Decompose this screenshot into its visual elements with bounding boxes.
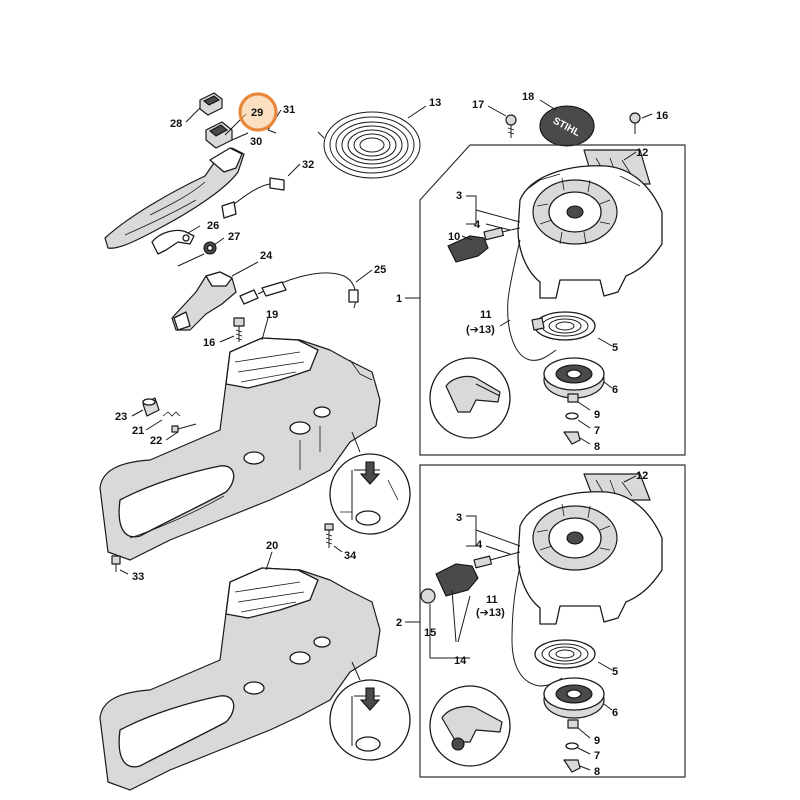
label-8-lower: 8	[594, 766, 600, 778]
label-4-upper: 4	[474, 219, 481, 231]
label-6-lower: 6	[612, 707, 618, 719]
part-32-cable[interactable]	[221, 177, 285, 219]
label-3-upper: 3	[456, 190, 462, 202]
label-16-right: 16	[656, 110, 668, 122]
label-24: 24	[260, 250, 273, 262]
label-5-lower: 5	[612, 666, 618, 678]
part-18-logo-disk[interactable]: STIHL	[539, 105, 595, 147]
label-6-upper: 6	[612, 384, 618, 396]
part-8-pawl-lower[interactable]	[563, 759, 581, 773]
label-11-lower-ref: (➔13)	[476, 607, 505, 619]
label-17: 17	[472, 99, 484, 111]
part-5-rewind-spring-lower[interactable]	[534, 639, 596, 669]
part-27-spring[interactable]	[203, 241, 217, 255]
part-7-washer-lower[interactable]	[565, 742, 579, 750]
label-20: 20	[266, 540, 278, 552]
part-6-rope-rotor-upper[interactable]	[543, 357, 605, 399]
part-26-lever[interactable]	[151, 229, 195, 255]
part-19-housing-half[interactable]	[99, 337, 381, 561]
part-11-rope-upper[interactable]	[507, 239, 557, 361]
label-5-upper: 5	[612, 342, 618, 354]
part-15-insert[interactable]	[420, 588, 436, 604]
part-9-washer-lower[interactable]	[567, 719, 579, 729]
label-8-upper: 8	[594, 441, 600, 453]
part-9-washer-upper[interactable]	[567, 393, 579, 403]
label-34: 34	[344, 550, 357, 562]
label-25: 25	[374, 264, 386, 276]
part-23-sleeve[interactable]	[142, 397, 160, 417]
highlight-circle-29[interactable]	[238, 92, 278, 132]
label-33: 33	[132, 571, 144, 583]
label-9-upper: 9	[594, 409, 600, 421]
part-24-trigger[interactable]	[171, 271, 237, 331]
label-18: 18	[522, 91, 534, 103]
detail-zoom-lower	[329, 661, 411, 761]
label-19: 19	[266, 309, 278, 321]
label-11-upper: 11	[480, 309, 492, 321]
label-21: 21	[132, 425, 144, 437]
part-labels: 28 29 31 30 32 26 27 24 25 16 19 23 21 2…	[115, 91, 668, 778]
part-starter-cover-upper[interactable]	[517, 165, 663, 299]
label-16-left: 16	[203, 337, 215, 349]
label-11-upper-ref: (➔13)	[466, 324, 495, 336]
part-8-pawl-upper[interactable]	[563, 431, 581, 445]
kit-box-1	[419, 144, 686, 456]
label-15: 15	[424, 627, 436, 639]
label-4-lower: 4	[476, 539, 483, 551]
label-23: 23	[115, 411, 127, 423]
label-31: 31	[283, 104, 295, 116]
label-13: 13	[429, 97, 441, 109]
label-9-lower: 9	[594, 735, 600, 747]
label-27: 27	[228, 231, 240, 243]
part-34-screw[interactable]	[324, 523, 334, 548]
label-1: 1	[396, 293, 402, 305]
label-12-upper: 12	[636, 147, 648, 159]
part-13-spiral-spring[interactable]	[317, 111, 421, 179]
part-10-starter-grip[interactable]	[447, 227, 521, 263]
part-25-throttle-cable[interactable]	[239, 272, 359, 309]
label-3-lower: 3	[456, 512, 462, 524]
label-12-lower: 12	[636, 470, 648, 482]
label-10: 10	[448, 231, 460, 243]
label-7-lower: 7	[594, 750, 600, 762]
part-33-screw[interactable]	[111, 555, 121, 572]
part-starter-cover-lower[interactable]	[517, 491, 663, 625]
part-30-switch[interactable]	[205, 121, 233, 149]
part-6-rope-rotor-lower[interactable]	[543, 677, 605, 719]
kit-box-2	[419, 464, 686, 778]
part-14-starter-grip-lower[interactable]	[435, 551, 521, 597]
label-7-upper: 7	[594, 425, 600, 437]
part-28-switch[interactable]	[199, 92, 223, 116]
label-26: 26	[207, 220, 219, 232]
label-2: 2	[396, 617, 402, 629]
part-16-screw-right[interactable]	[629, 112, 641, 134]
label-32: 32	[302, 159, 314, 171]
label-28: 28	[170, 118, 182, 130]
detail-grip-upper	[429, 357, 511, 439]
part-7-washer-upper[interactable]	[565, 412, 579, 420]
part-22-pin[interactable]	[171, 423, 197, 433]
part-21-spring[interactable]	[162, 411, 181, 417]
label-30: 30	[250, 136, 262, 148]
detail-zoom-upper	[329, 431, 411, 535]
label-14: 14	[454, 655, 467, 667]
part-17-screw[interactable]	[505, 114, 517, 138]
part-5-rewind-spring-upper[interactable]	[531, 311, 596, 341]
label-22: 22	[150, 435, 162, 447]
part-20-housing-half[interactable]	[99, 567, 381, 791]
label-11-lower: 11	[486, 594, 498, 606]
part-30-handle-grip[interactable]	[104, 147, 245, 249]
part-16-screw-left[interactable]	[233, 317, 245, 342]
label-29: 29	[251, 107, 263, 119]
detail-grip-lower	[429, 685, 511, 767]
